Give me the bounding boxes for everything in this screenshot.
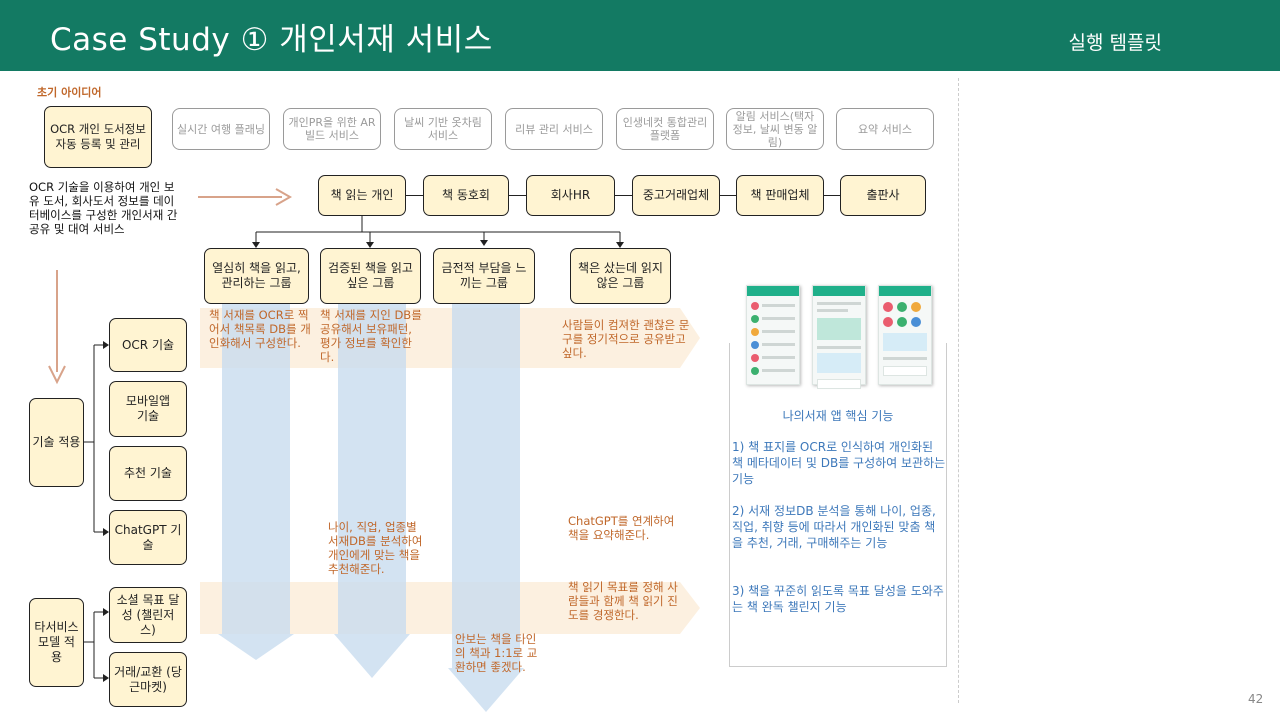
tech-item-chatgpt: ChatGPT 기술 — [109, 510, 187, 565]
other-model-karrot: 거래/교환 (당근마켓) — [109, 652, 187, 707]
idea-option-1: 실시간 여행 플래닝 — [172, 108, 270, 150]
idea-option-4: 리뷰 관리 서비스 — [505, 108, 603, 150]
phone-mockup-3 — [878, 285, 932, 385]
customer-2: 책 동호회 — [423, 175, 509, 216]
flow-column-2 — [338, 304, 406, 634]
page-title: Case Study ① 개인서재 서비스 — [50, 22, 493, 58]
flow-column-3 — [452, 304, 520, 668]
note-shared-db: 책 서재를 지인 DB를 공유해서 보유패턴, 평가 정보를 확인한다. — [320, 308, 422, 364]
connector — [509, 195, 526, 196]
flow-column-1-arrow — [218, 634, 294, 660]
core-feature-1: 1) 책 표지를 OCR로 인식하여 개인화된 책 메타데이터 및 DB를 구성… — [732, 440, 946, 486]
right-arrow — [198, 188, 293, 206]
tech-item-mobile: 모바일앱 기술 — [109, 381, 187, 437]
customer-3: 회사HR — [526, 175, 615, 216]
note-challenge: 책 읽기 목표를 정해 사람들과 함께 책 읽기 진도를 경쟁한다. — [568, 580, 678, 622]
note-ocr-db: 책 서재를 OCR로 찍어서 책목록 DB를 개인화해서 구성한다. — [209, 308, 311, 350]
tech-item-recommend: 추천 기술 — [109, 446, 187, 501]
header-bar — [0, 0, 1280, 71]
page-subtitle: 실행 템플릿 — [1068, 32, 1162, 54]
flow-column-1 — [222, 304, 290, 634]
group-tree-connector — [252, 216, 624, 248]
other-model-connector — [84, 608, 109, 682]
idea-option-7: 요약 서비스 — [836, 108, 934, 150]
flow-band-top-arrow — [680, 308, 700, 368]
tech-apply-box: 기술 적용 — [29, 398, 84, 487]
flow-column-2-arrow — [334, 634, 410, 678]
core-features-title: 나의서재 앱 핵심 기능 — [782, 409, 894, 423]
page-number: 42 — [1248, 692, 1264, 706]
customer-1: 책 읽는 개인 — [318, 175, 406, 216]
group-2: 검증된 책을 읽고 싶은 그룹 — [320, 248, 421, 304]
other-model-challengers: 소셜 목표 달성 (챌린저스) — [109, 587, 187, 643]
flow-band-bottom-arrow — [680, 582, 700, 634]
initial-idea-box: OCR 개인 도서정보 자동 등록 및 관리 — [44, 106, 152, 168]
other-model-box: 타서비스 모델 적용 — [29, 598, 84, 687]
idea-option-5: 인생네컷 통합관리 플랫폼 — [616, 108, 714, 150]
connector — [615, 195, 632, 196]
tech-tree-connector — [84, 341, 109, 536]
phone-mockup-1 — [746, 285, 800, 385]
customer-6: 출판사 — [840, 175, 926, 216]
group-3: 금전적 부담을 느끼는 그룹 — [433, 248, 535, 304]
customer-5: 책 판매업체 — [736, 175, 824, 216]
idea-option-3: 날씨 기반 옷차림 서비스 — [394, 108, 492, 150]
connector — [406, 195, 423, 196]
note-exchange: 안보는 책을 타인의 책과 1:1로 교환하면 좋겠다. — [455, 632, 538, 674]
note-recommend: 나이, 직업, 업종별 서재DB를 분석하여 개인에게 맞는 책을 추천해준다. — [328, 520, 423, 576]
group-4: 책은 샀는데 읽지 않은 그룹 — [570, 248, 671, 304]
customer-4: 중고거래업체 — [632, 175, 720, 216]
note-chatgpt: ChatGPT를 연계하여 책을 요약해준다. — [568, 514, 675, 542]
note-quotes: 사람들이 컴져한 괜찮은 문구를 정기적으로 공유받고 싶다. — [562, 318, 690, 360]
flow-column-3-arrow — [448, 668, 524, 712]
idea-option-2: 개인PR을 위한 AR 빌드 서비스 — [283, 108, 381, 150]
initial-idea-description: OCR 기술을 이용하여 개인 보유 도서, 회사도서 정보를 데이터베이스를 … — [29, 180, 178, 236]
section-divider — [958, 78, 959, 703]
phone-mockup-2 — [812, 285, 866, 389]
core-feature-2: 2) 서재 정보DB 분석을 통해 나이, 업종, 직업, 취향 등에 따라서 … — [732, 504, 936, 550]
group-1: 열심히 책을 읽고, 관리하는 그룹 — [204, 248, 309, 304]
idea-option-6: 알림 서비스(택자 정보, 날씨 변동 알림) — [726, 108, 824, 150]
down-arrow — [48, 270, 66, 385]
core-feature-3: 3) 책을 꾸준히 읽도록 목표 달성을 도와주는 책 완독 챌린지 기능 — [732, 584, 944, 614]
initial-idea-label: 초기 아이디어 — [37, 86, 102, 99]
core-features-panel — [729, 343, 947, 667]
connector — [720, 195, 736, 196]
connector — [824, 195, 840, 196]
tech-item-ocr: OCR 기술 — [109, 318, 187, 372]
